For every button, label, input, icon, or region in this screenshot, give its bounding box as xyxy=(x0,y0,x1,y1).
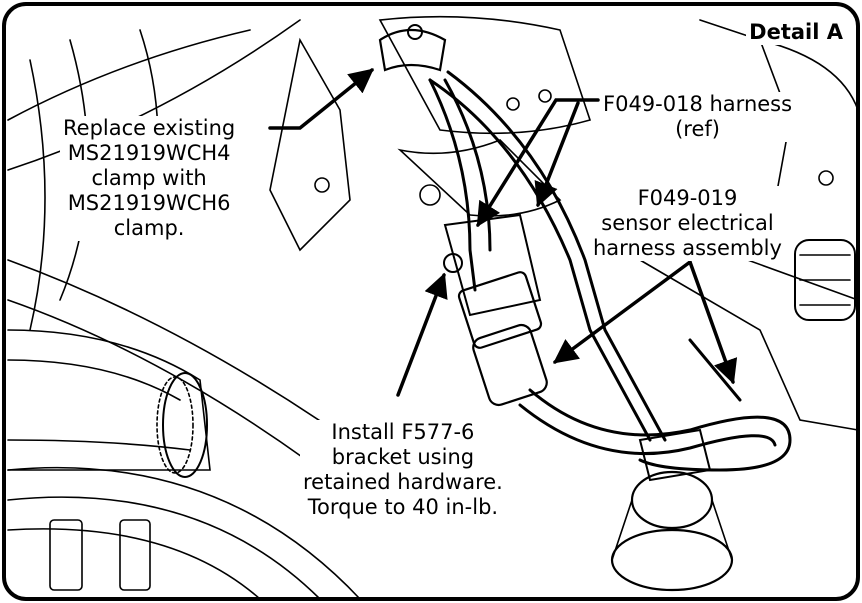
sensor-body xyxy=(472,323,548,407)
callout-line: bracket using xyxy=(331,445,475,469)
lower-fitting xyxy=(638,428,712,482)
exhaust-duct xyxy=(7,329,211,471)
sensor-harness-arrow-1 xyxy=(553,260,692,364)
f049-018-harness xyxy=(428,78,477,292)
engine-ring xyxy=(7,496,321,600)
airframe-contour xyxy=(29,59,46,331)
callout-f049-019-harness: F049-019 sensor electrical harness assem… xyxy=(590,186,785,261)
sensor-connector xyxy=(457,271,543,349)
f049-019-harness xyxy=(518,403,777,455)
bracket-leader-arrow xyxy=(396,272,448,397)
callout-line: harness assembly xyxy=(593,236,782,260)
duct-clamp-band xyxy=(162,372,208,478)
detail-title: Detail A xyxy=(746,20,846,45)
clamp-leader-arrow xyxy=(268,68,374,130)
callout-clamp-replacement: Replace existing MS21919WCH4 clamp with … xyxy=(60,116,239,241)
clamp-screw xyxy=(407,24,423,40)
fastener xyxy=(506,97,520,111)
end-cap xyxy=(794,239,856,321)
end-cap xyxy=(799,254,851,306)
fastener xyxy=(419,184,441,206)
callout-line: MS21919WCH6 xyxy=(67,191,231,215)
fitting xyxy=(49,519,83,591)
callout-line: F049-018 harness xyxy=(603,92,793,116)
bracket-bolt xyxy=(443,253,463,273)
callout-line: Replace existing xyxy=(63,116,236,140)
duct-clamp-band xyxy=(156,376,194,474)
engine-ring xyxy=(7,466,361,600)
lower-fitting xyxy=(611,499,733,561)
engine-housing xyxy=(269,37,351,252)
fastener xyxy=(818,170,834,186)
callout-line: retained hardware. xyxy=(303,470,503,494)
engine-housing xyxy=(378,15,592,135)
callout-line: clamp with xyxy=(91,166,207,190)
callout-line: Install F577-6 xyxy=(331,420,475,444)
fastener xyxy=(538,89,552,103)
callout-line: Torque to 40 in-lb. xyxy=(307,495,499,519)
callout-line: (ref) xyxy=(675,117,720,141)
engine-ring xyxy=(7,528,261,600)
harness-ref-arrow-1 xyxy=(476,98,600,228)
fitting xyxy=(119,519,151,591)
harness-ref-arrow-2 xyxy=(534,101,580,208)
callout-line: MS21919WCH4 xyxy=(67,141,231,165)
callout-line: sensor electrical xyxy=(601,211,774,235)
callout-line: F049-019 xyxy=(637,186,738,210)
sensor-harness-arrow-2 xyxy=(688,260,738,385)
callout-f049-018-harness: F049-018 harness (ref) xyxy=(600,92,796,142)
ms21919-clamp xyxy=(378,29,447,72)
fastener xyxy=(314,177,330,193)
f049-018-harness xyxy=(446,70,667,442)
f049-019-harness xyxy=(528,388,792,472)
airframe-contour xyxy=(7,29,251,121)
callout-bracket-install: Install F577-6 bracket using retained ha… xyxy=(300,420,506,520)
callout-line: clamp. xyxy=(113,216,185,240)
exhaust-duct xyxy=(7,439,191,451)
f049-018-harness xyxy=(428,78,652,442)
